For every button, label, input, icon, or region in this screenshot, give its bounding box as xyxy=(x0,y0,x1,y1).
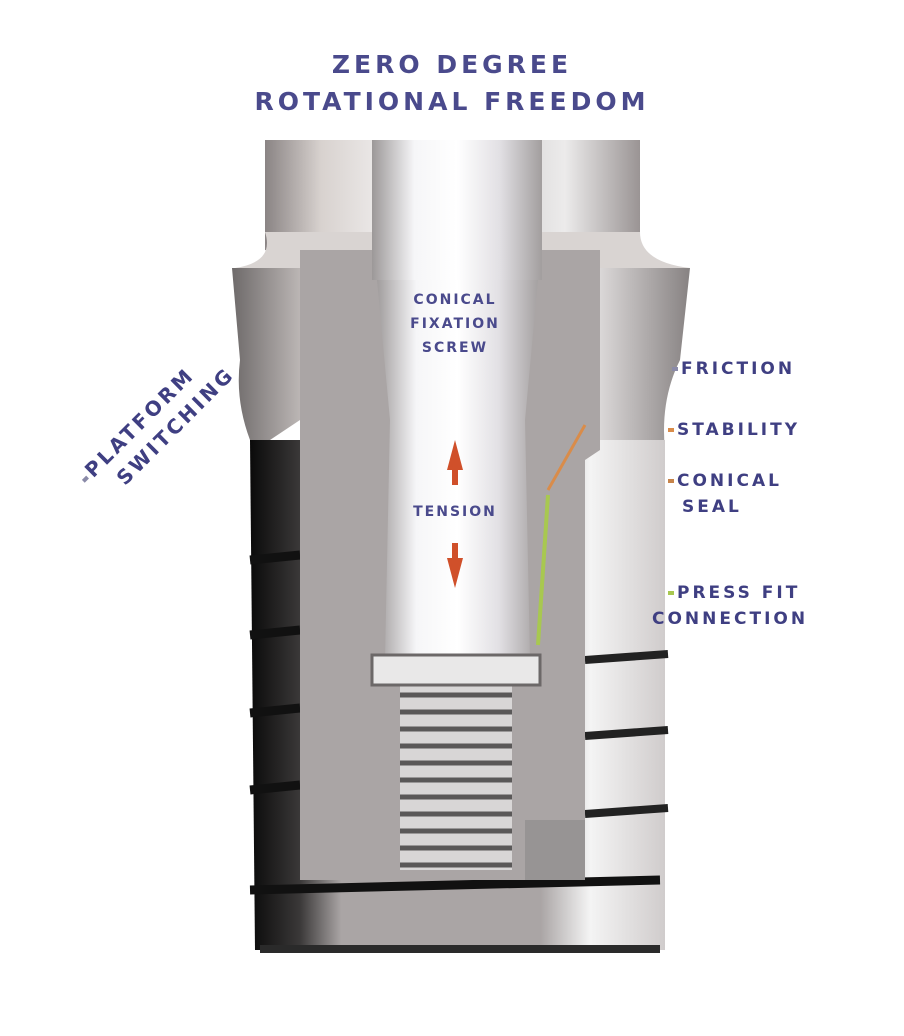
platform-marker-icon xyxy=(81,475,89,483)
friction-marker-icon xyxy=(672,367,678,371)
stability-label: STABILITY xyxy=(668,417,800,443)
screw-label-line-3: SCREW xyxy=(421,340,489,356)
conical-seal-line-1: CONICAL xyxy=(677,471,782,491)
stability-text: STABILITY xyxy=(677,420,801,440)
title-line-1: ZERO DEGREE xyxy=(331,50,573,79)
screw-label-line-2: FIXATION xyxy=(410,316,500,332)
press-fit-line-1: PRESS FIT xyxy=(677,583,801,603)
tension-label: TENSION xyxy=(413,504,497,520)
press-fit-marker-icon xyxy=(668,591,674,595)
stability-marker-icon xyxy=(668,428,674,432)
title-line-2: ROTATIONAL FREEDOM xyxy=(254,87,650,116)
friction-text: FRICTION xyxy=(681,359,796,379)
screw-label: CONICAL FIXATION SCREW xyxy=(385,288,525,360)
press-fit-label: PRESS FIT CONNECTION xyxy=(652,580,808,632)
conical-seal-line-2: SEAL xyxy=(682,497,742,517)
screw-label-line-1: CONICAL xyxy=(413,292,497,308)
friction-label: FRICTION xyxy=(672,356,795,382)
conical-seal-label: CONICAL SEAL xyxy=(668,468,782,520)
press-fit-line-2: CONNECTION xyxy=(652,609,809,629)
conical-seal-marker-icon xyxy=(668,479,674,483)
